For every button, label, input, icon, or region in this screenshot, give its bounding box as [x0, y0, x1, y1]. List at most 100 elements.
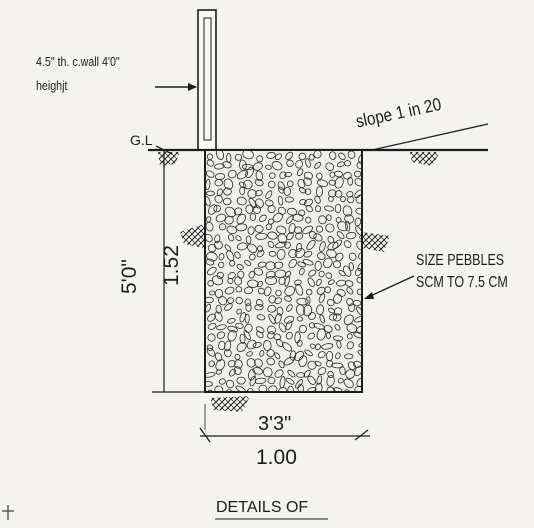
pebble	[345, 231, 357, 240]
pebble	[264, 275, 277, 285]
pebble	[296, 168, 304, 177]
pebble	[346, 297, 354, 307]
pebble	[336, 289, 346, 297]
pebble	[303, 177, 312, 187]
pebble	[216, 150, 224, 160]
pebble	[334, 176, 344, 189]
pebble	[347, 176, 354, 186]
pebble	[216, 331, 226, 339]
pebble	[284, 275, 290, 287]
pebble	[346, 333, 353, 340]
depth-imperial-label: 5'0"	[118, 259, 141, 294]
pebble	[213, 204, 221, 213]
pebble	[236, 170, 249, 180]
pebble	[328, 196, 334, 202]
pebble	[205, 216, 212, 223]
pebble	[216, 324, 227, 331]
pebble	[327, 279, 335, 285]
pebble	[274, 369, 284, 378]
pebble	[248, 270, 255, 279]
pebble	[266, 357, 275, 366]
pebble	[294, 226, 303, 235]
pebble	[326, 299, 335, 307]
pebble	[278, 322, 287, 333]
pebble	[227, 360, 236, 368]
pebble	[267, 180, 276, 189]
pebble	[357, 262, 362, 272]
pebble	[318, 270, 325, 278]
pebble	[244, 259, 252, 266]
pebble	[308, 231, 317, 239]
pebble	[205, 221, 214, 232]
pebble	[218, 295, 228, 306]
pebble	[245, 303, 252, 312]
pebble	[314, 161, 322, 169]
pebble	[273, 261, 284, 269]
pebble-note-arrow	[364, 292, 374, 299]
pebble	[314, 195, 321, 204]
pebble	[274, 352, 281, 360]
pebble	[255, 189, 263, 197]
pebble	[249, 213, 257, 221]
pebble	[252, 367, 264, 375]
pebble	[222, 197, 232, 206]
pebble	[265, 164, 272, 170]
pebble	[288, 249, 298, 259]
pebble	[274, 153, 282, 161]
pebble	[325, 272, 333, 279]
pebble	[214, 234, 221, 244]
pebble	[289, 350, 297, 361]
pebble	[285, 270, 292, 278]
pebble	[247, 243, 258, 254]
pebble	[286, 207, 298, 216]
pebble	[298, 355, 308, 368]
pebble	[224, 244, 232, 252]
pebble	[323, 205, 335, 212]
pebble	[345, 220, 351, 232]
pebble	[338, 152, 346, 160]
pebble	[325, 332, 331, 339]
pebble	[236, 213, 247, 225]
pebble	[332, 239, 342, 249]
pebble	[205, 233, 213, 243]
pebble	[354, 217, 362, 227]
pebble	[347, 196, 355, 204]
pebble	[235, 223, 248, 232]
pebble	[208, 360, 215, 367]
pebble	[274, 313, 282, 324]
pebble	[243, 179, 253, 190]
pebble	[298, 187, 307, 194]
pebble	[268, 313, 276, 325]
pebble	[308, 154, 315, 161]
pebble	[205, 190, 215, 196]
pebble	[244, 323, 253, 333]
pebble	[327, 370, 334, 378]
wall-note-line2: heighjt	[36, 78, 68, 93]
pebble	[306, 239, 316, 251]
pebble	[245, 204, 254, 214]
pebble	[254, 224, 264, 233]
pebble	[343, 240, 352, 248]
drawing-caption: DETAILS OF	[216, 499, 309, 516]
pebble	[276, 225, 287, 235]
pebble	[273, 333, 282, 341]
pebble	[233, 366, 242, 375]
pebble	[316, 375, 323, 385]
pebble	[294, 247, 305, 259]
pebble	[316, 179, 329, 187]
pebble	[255, 326, 265, 334]
pebble	[347, 150, 356, 159]
pebble	[305, 205, 313, 213]
pebble	[259, 350, 265, 357]
pebble	[332, 260, 342, 269]
pebble	[327, 241, 339, 251]
pebble	[308, 322, 316, 329]
pebble	[226, 225, 238, 235]
pebble	[356, 288, 362, 296]
pebble	[348, 303, 356, 312]
pebble	[334, 203, 342, 214]
pebble	[206, 347, 216, 357]
pebble	[224, 340, 232, 352]
pebble	[224, 303, 233, 311]
pebble	[265, 261, 276, 271]
